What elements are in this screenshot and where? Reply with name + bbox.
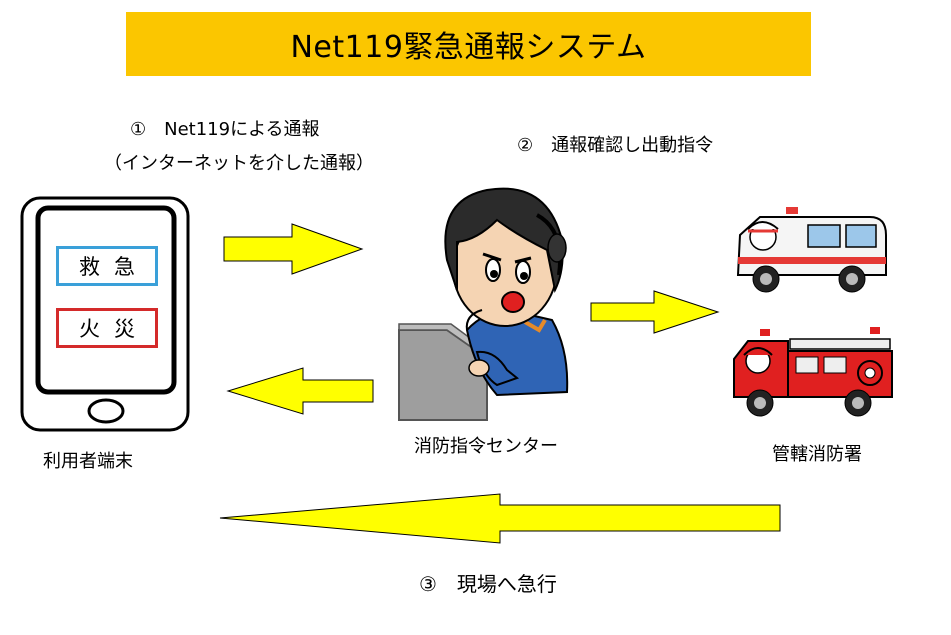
arrow-right-2: [590, 290, 720, 334]
step3-label: ③ 現場へ急行: [419, 572, 557, 596]
phone-caption: 利用者端末: [43, 451, 133, 472]
kasai-button: 火災: [56, 308, 158, 348]
title-banner: Net119緊急通報システム: [126, 12, 811, 76]
station-caption: 管轄消防署: [772, 444, 862, 465]
center-caption: 消防指令センター: [414, 436, 558, 457]
arrow-left-1: [226, 367, 374, 415]
arrow-left-big: [219, 493, 781, 544]
smartphone-icon: 救急 火災: [18, 194, 193, 434]
kasai-label: 火災: [79, 317, 149, 341]
page-title: Net119緊急通報システム: [290, 30, 647, 65]
ambulance-icon: [730, 205, 890, 295]
fire-engine-icon: [730, 325, 895, 420]
arrow-right-1: [223, 223, 364, 275]
kyukyu-label: 救急: [79, 255, 149, 279]
step1-sublabel: （インターネットを介した通報）: [104, 153, 374, 174]
kyukyu-button: 救急: [56, 246, 158, 286]
dispatcher-icon: [397, 180, 577, 421]
step1-label: ① Net119による通報: [130, 119, 320, 140]
step2-label: ② 通報確認し出動指令: [517, 135, 714, 156]
